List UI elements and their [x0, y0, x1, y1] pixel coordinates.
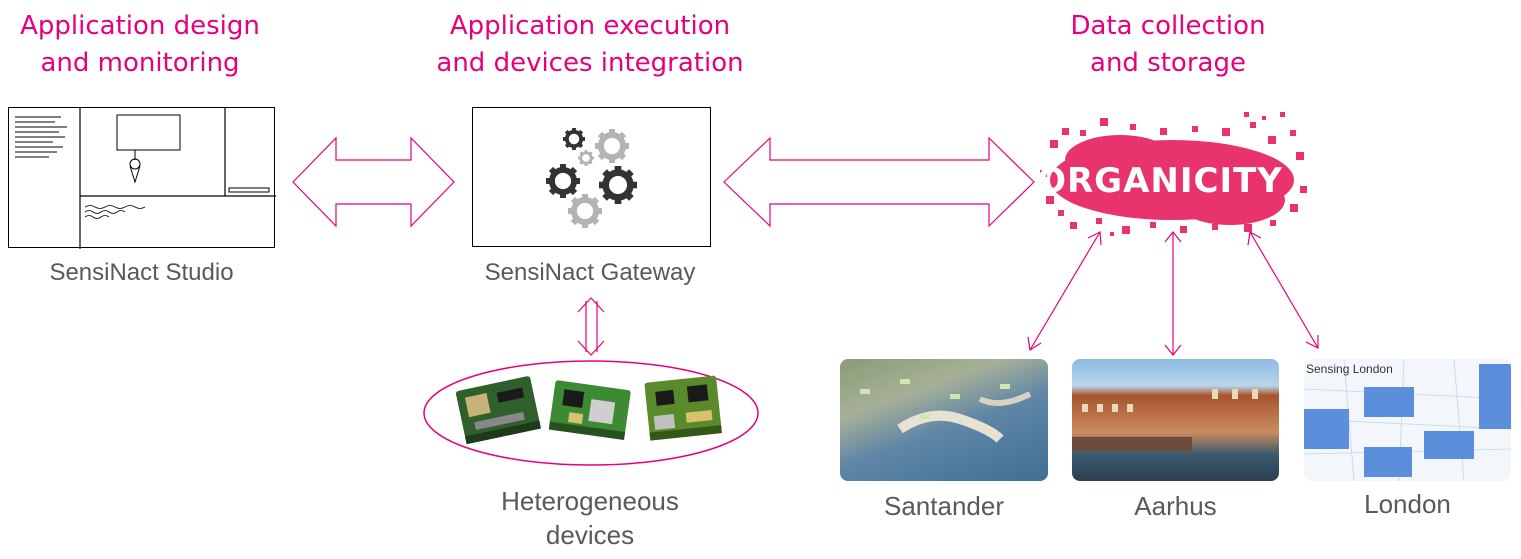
heading-design-line1: Application design: [20, 11, 260, 41]
aarhus-photo: [1072, 359, 1279, 481]
arrows-organicity-cities: [1027, 231, 1319, 356]
heading-execution-line1: Application execution: [449, 11, 731, 41]
caption-devices-line2: devices: [545, 520, 635, 550]
studio-wireframe-drawing: [15, 108, 276, 249]
arrow-gateway-devices: [577, 297, 605, 356]
organicity-logo: ORGANICITY: [1037, 112, 1307, 236]
double-arrow-gateway-organicity: [723, 136, 1035, 228]
santander-photo: [840, 359, 1048, 481]
heading-execution: Application execution and devices integr…: [420, 8, 760, 82]
heading-data-line2: and storage: [1090, 48, 1246, 78]
device-boards: [455, 375, 722, 445]
heading-design-line2: and monitoring: [40, 48, 240, 78]
caption-aarhus: Aarhus: [1134, 491, 1217, 521]
heading-execution-line2: and devices integration: [436, 48, 744, 78]
heading-design: Application design and monitoring: [0, 8, 280, 82]
caption-london: London: [1364, 489, 1451, 519]
gateway-box: [472, 107, 711, 247]
caption-gateway: SensiNact Gateway: [484, 259, 696, 286]
london-photo: Sensing London: [1304, 359, 1511, 481]
devices-ellipse: [423, 360, 759, 466]
caption-santander: Santander: [884, 491, 1004, 521]
london-photo-detail: [1304, 359, 1511, 481]
caption-devices-line1: Heterogeneous: [501, 486, 679, 516]
aarhus-photo-detail: [1072, 389, 1258, 451]
heading-data-line1: Data collection: [1070, 11, 1266, 41]
organicity-logo-text: ORGANICITY: [1037, 161, 1283, 201]
london-panel-title: Sensing London: [1306, 362, 1393, 376]
santander-photo-detail: [860, 379, 1032, 443]
studio-wireframe: [8, 107, 276, 249]
caption-devices: Heterogeneous devices: [450, 484, 730, 552]
caption-studio: SensiNact Studio: [49, 259, 234, 286]
heading-data: Data collection and storage: [1028, 8, 1308, 82]
double-arrow-studio-gateway: [292, 136, 455, 228]
